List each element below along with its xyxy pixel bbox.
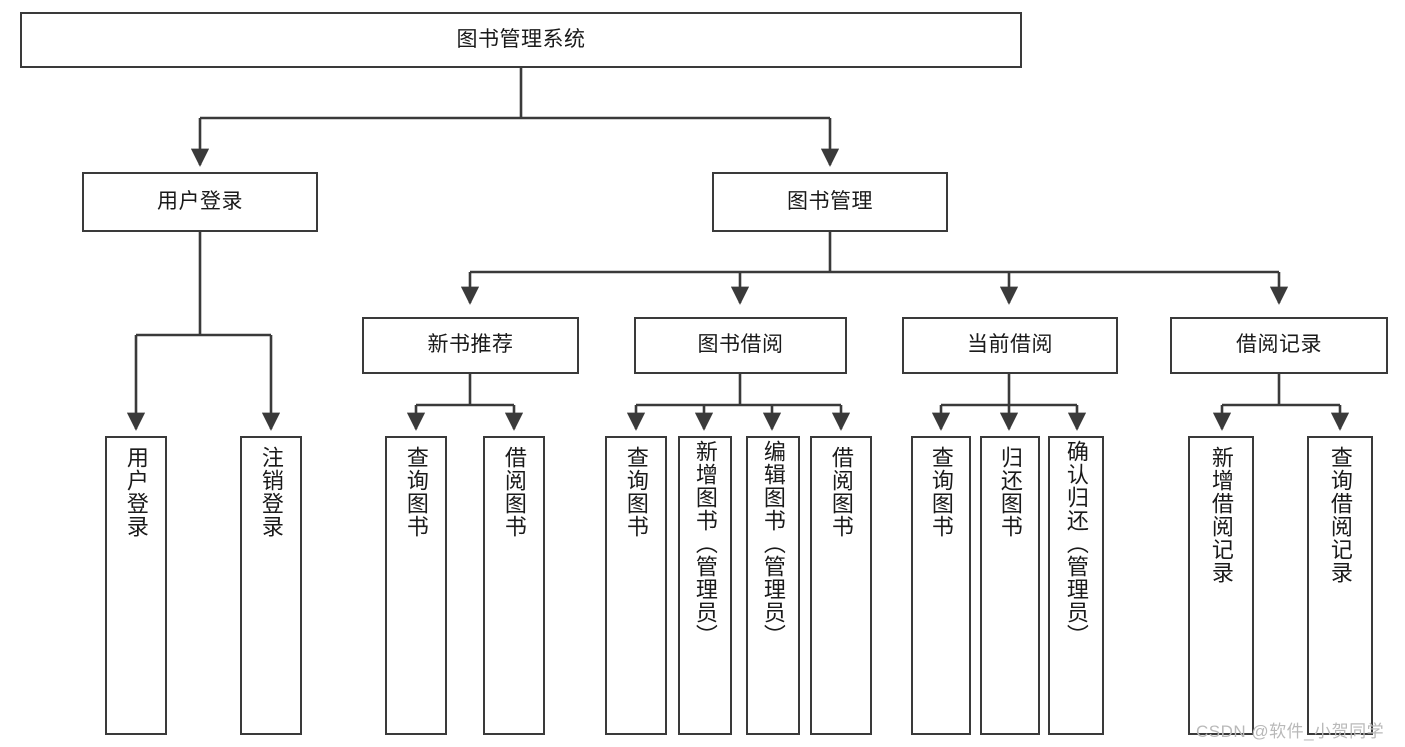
node-user-login-label: 用户登录 — [157, 189, 243, 213]
node-borrow-record[interactable]: 借阅记录 — [1170, 317, 1388, 374]
node-leaf-add-record-label: 新增借阅记录 — [1208, 446, 1234, 584]
node-leaf-add-book-label: 新增图书（管理员） — [692, 440, 718, 647]
node-leaf-query-book-2[interactable]: 查询图书 — [605, 436, 667, 735]
node-leaf-return-book[interactable]: 归还图书 — [980, 436, 1040, 735]
node-root[interactable]: 图书管理系统 — [20, 12, 1022, 68]
node-leaf-query-record[interactable]: 查询借阅记录 — [1307, 436, 1373, 735]
node-current-borrow-label: 当前借阅 — [967, 333, 1053, 357]
node-root-label: 图书管理系统 — [456, 27, 586, 51]
node-leaf-user-login[interactable]: 用户登录 — [105, 436, 167, 735]
node-leaf-confirm-return[interactable]: 确认归还（管理员） — [1048, 436, 1104, 735]
node-book-borrow[interactable]: 图书借阅 — [634, 317, 847, 374]
node-leaf-query-record-label: 查询借阅记录 — [1327, 446, 1353, 584]
node-leaf-logout[interactable]: 注销登录 — [240, 436, 302, 735]
csdn-watermark: CSDN @软件_小贺同学 — [1196, 722, 1385, 741]
node-new-book-rec-label: 新书推荐 — [427, 333, 514, 357]
node-leaf-confirm-return-label: 确认归还（管理员） — [1063, 440, 1089, 647]
node-leaf-query-book-3[interactable]: 查询图书 — [911, 436, 971, 735]
node-leaf-return-book-label: 归还图书 — [997, 446, 1023, 538]
node-leaf-edit-book-label: 编辑图书（管理员） — [760, 440, 786, 647]
node-new-book-rec[interactable]: 新书推荐 — [362, 317, 579, 374]
node-book-borrow-label: 图书借阅 — [697, 333, 784, 357]
node-borrow-record-label: 借阅记录 — [1236, 333, 1322, 357]
node-leaf-logout-label: 注销登录 — [258, 446, 284, 538]
node-leaf-edit-book[interactable]: 编辑图书（管理员） — [746, 436, 800, 735]
node-leaf-borrow-book-2-label: 借阅图书 — [828, 446, 854, 538]
node-leaf-add-record[interactable]: 新增借阅记录 — [1188, 436, 1254, 735]
node-leaf-query-book-1-label: 查询图书 — [403, 446, 429, 538]
node-leaf-user-login-label: 用户登录 — [123, 446, 149, 538]
node-leaf-add-book[interactable]: 新增图书（管理员） — [678, 436, 732, 735]
node-leaf-query-book-3-label: 查询图书 — [928, 446, 954, 538]
node-book-manage[interactable]: 图书管理 — [712, 172, 948, 232]
node-current-borrow[interactable]: 当前借阅 — [902, 317, 1118, 374]
node-leaf-query-book-1[interactable]: 查询图书 — [385, 436, 447, 735]
node-user-login[interactable]: 用户登录 — [82, 172, 318, 232]
node-leaf-borrow-book-2[interactable]: 借阅图书 — [810, 436, 872, 735]
node-book-manage-label: 图书管理 — [787, 189, 873, 213]
node-leaf-borrow-book-1[interactable]: 借阅图书 — [483, 436, 545, 735]
node-leaf-borrow-book-1-label: 借阅图书 — [501, 446, 527, 538]
node-leaf-query-book-2-label: 查询图书 — [623, 446, 649, 538]
